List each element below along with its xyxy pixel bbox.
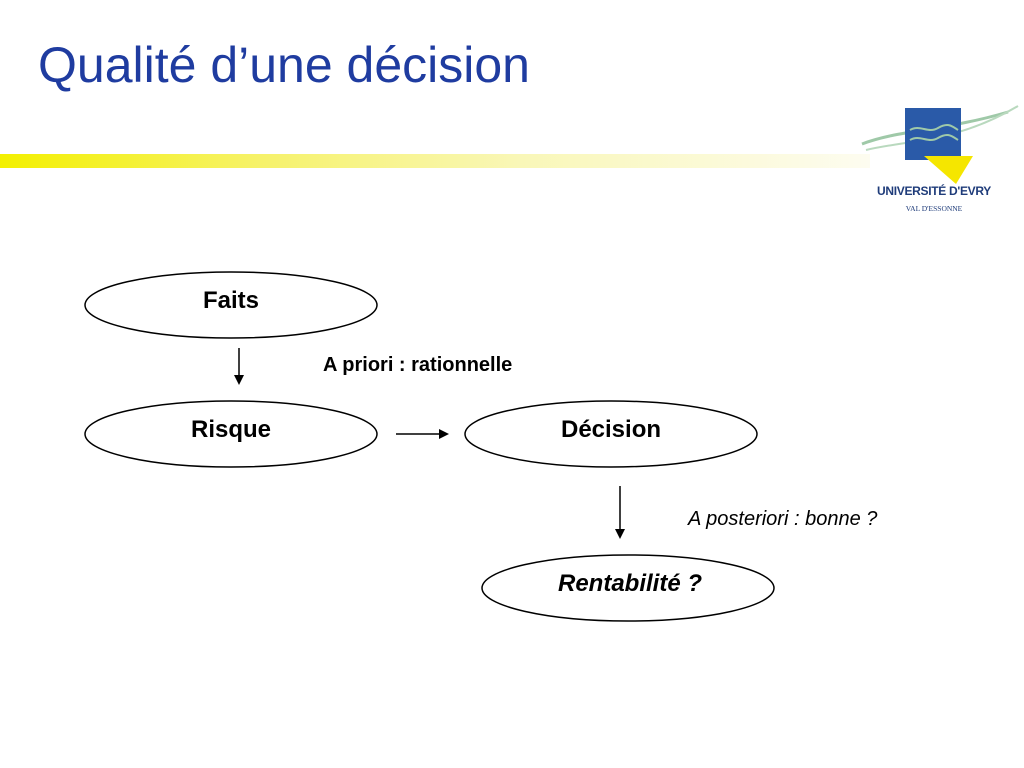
node-faits-label: Faits (202, 287, 260, 314)
node-risque-ellipse (84, 400, 378, 468)
logo-emblem-icon (861, 105, 1019, 184)
logo-university-name: UNIVERSITÉ D'EVRY (877, 184, 991, 198)
title-underline-stripe (0, 154, 870, 168)
node-rentabilite-label: Rentabilité ? (557, 570, 703, 597)
node-decision-ellipse (464, 400, 758, 468)
node-decision-label: Décision (560, 416, 662, 443)
node-risque-label: Risque (190, 416, 272, 443)
node-rentabilite-ellipse (481, 554, 775, 622)
annotation-a-priori: A priori : rationnelle (323, 354, 513, 376)
node-faits-ellipse (84, 271, 378, 339)
annotation-a-posteriori: A posteriori : bonne ? (688, 508, 878, 530)
slide-title: Qualité d’une décision (38, 37, 530, 93)
logo-university-subtitle: VAL D'ESSONNE (905, 204, 963, 213)
university-logo: UNIVERSITÉ D'EVRY VAL D'ESSONNE (858, 100, 1024, 230)
